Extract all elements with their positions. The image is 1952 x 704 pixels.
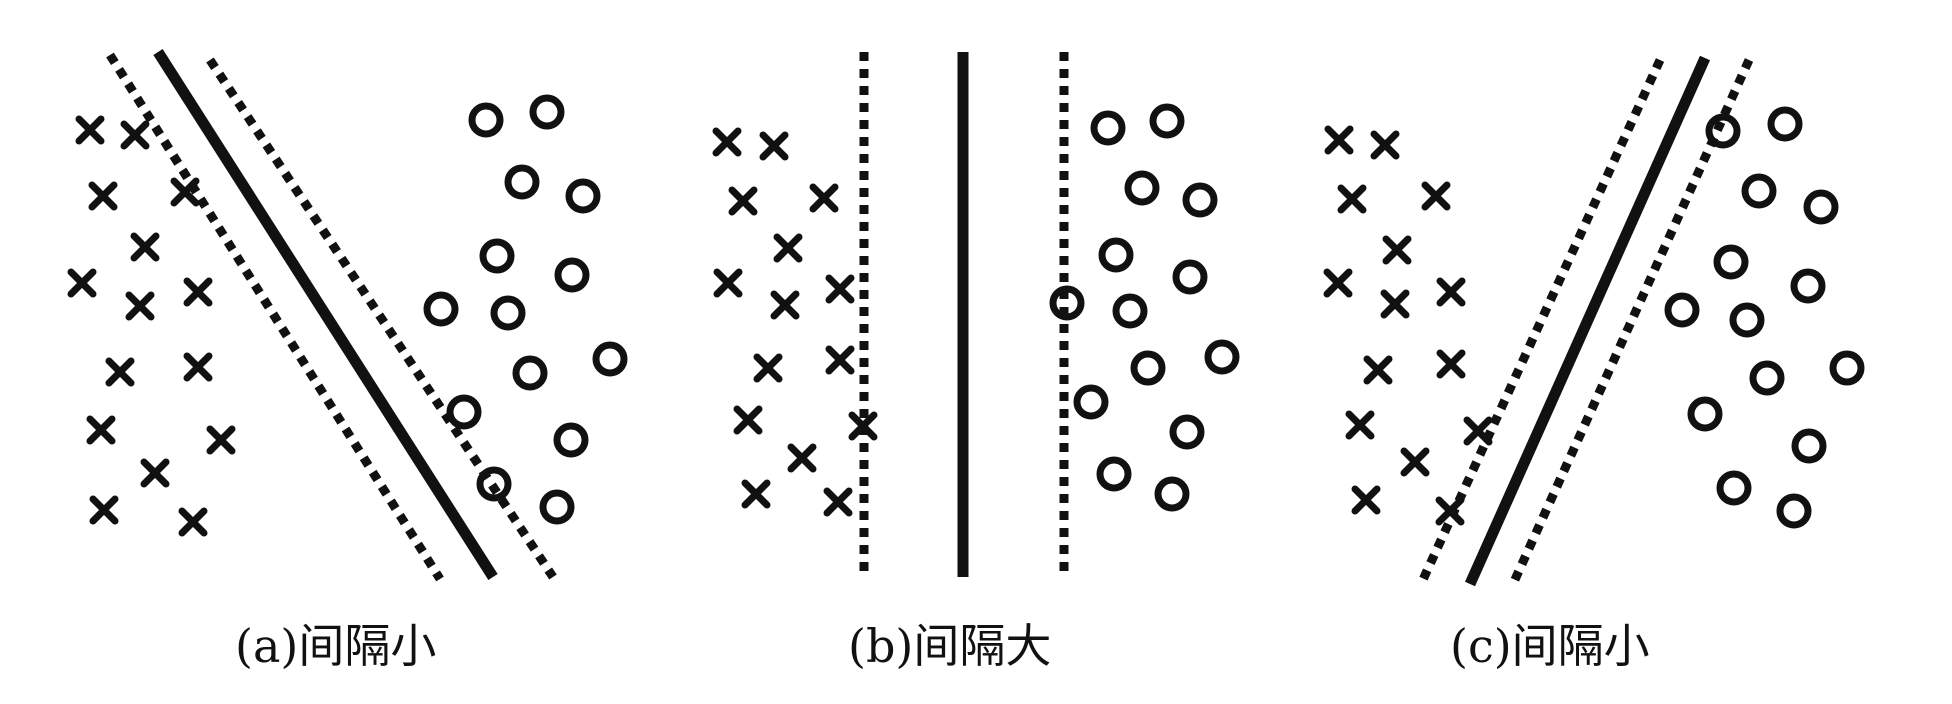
panel-a [67, 49, 628, 582]
circle-point [1687, 396, 1723, 432]
cross-point [183, 277, 213, 307]
circle-point [1790, 268, 1826, 304]
cross-point [713, 268, 743, 298]
circle-point [1073, 384, 1109, 420]
cross-point [130, 232, 160, 262]
cross-point [1421, 181, 1451, 211]
circle-point [1172, 259, 1208, 295]
circle-point [529, 94, 565, 130]
cross-point [1463, 416, 1493, 446]
cross-point [753, 353, 783, 383]
circle-point [1664, 292, 1700, 328]
cross-point [741, 479, 771, 509]
cross-point [67, 268, 97, 298]
cross-point [1324, 125, 1354, 155]
cross-point [809, 183, 839, 213]
cross-point [728, 186, 758, 216]
cross-point [1436, 349, 1466, 379]
cross-point [178, 507, 208, 537]
circle-point [1049, 285, 1085, 321]
cross-point [1435, 496, 1465, 526]
circle-point [504, 164, 540, 200]
circle-point [1767, 106, 1803, 142]
circle-point [1096, 456, 1132, 492]
cross-point [825, 274, 855, 304]
caption-a: (a)间隔小 [235, 619, 437, 673]
circle-point [1149, 103, 1185, 139]
circle-point [1749, 360, 1785, 396]
circle-point [1791, 428, 1827, 464]
cross-point [1382, 235, 1412, 265]
caption-b: (b)间隔大 [848, 619, 1052, 673]
cross-point [75, 115, 105, 145]
circle-point [476, 466, 512, 502]
circle-point [1098, 237, 1134, 273]
cross-point [1363, 355, 1393, 385]
cross-point [733, 405, 763, 435]
cross-point [823, 487, 853, 517]
cross-point [89, 495, 119, 525]
circle-point [468, 102, 504, 138]
cross-point [1380, 289, 1410, 319]
panel-c [1323, 55, 1865, 587]
circle-point [1169, 414, 1205, 450]
cross-point [140, 458, 170, 488]
cross-point [206, 425, 236, 455]
cross-point [1400, 447, 1430, 477]
cross-point [183, 352, 213, 382]
circle-point [1090, 110, 1126, 146]
circle-point [1204, 339, 1240, 375]
circle-point [1729, 302, 1765, 338]
cross-point [773, 233, 803, 263]
circle-point [1803, 189, 1839, 225]
decision-boundary-line [1464, 55, 1711, 587]
circle-point [1130, 350, 1166, 386]
circle-point [423, 291, 459, 327]
caption-c: (c)间隔小 [1450, 619, 1650, 673]
margin-boundary-right [1508, 58, 1754, 586]
circle-point [1112, 293, 1148, 329]
circle-point [554, 257, 590, 293]
circle-point [553, 422, 589, 458]
cross-point [1345, 410, 1375, 440]
circle-point [490, 295, 526, 331]
circle-point [1154, 476, 1190, 512]
cross-point [1351, 485, 1381, 515]
cross-point [105, 357, 135, 387]
cross-point [125, 291, 155, 321]
cross-point [1370, 130, 1400, 160]
cross-point [1436, 277, 1466, 307]
decision-boundary-line [153, 49, 498, 580]
cross-point [88, 181, 118, 211]
circle-point [1713, 244, 1749, 280]
cross-point [759, 131, 789, 161]
cross-point [170, 177, 200, 207]
cross-point [712, 127, 742, 157]
cross-point [787, 443, 817, 473]
panel-b [712, 52, 1240, 577]
cross-point [1337, 184, 1367, 214]
circle-point [1124, 170, 1160, 206]
circle-point [565, 178, 601, 214]
circle-point [1182, 182, 1218, 218]
circle-point [1716, 470, 1752, 506]
circle-point [592, 341, 628, 377]
cross-point [770, 290, 800, 320]
circle-point [446, 394, 482, 430]
circle-point [1776, 493, 1812, 529]
cross-point [848, 411, 878, 441]
cross-point [86, 415, 116, 445]
margin-boundary-left [106, 52, 444, 582]
margin-boundary-right [206, 57, 557, 580]
cross-point [120, 120, 150, 150]
circle-point [1741, 173, 1777, 209]
circle-point [539, 489, 575, 525]
circle-point [512, 355, 548, 391]
cross-point [1323, 268, 1353, 298]
circle-point [1705, 113, 1741, 149]
circle-point [1829, 350, 1865, 386]
circle-point [479, 238, 515, 274]
cross-point [825, 345, 855, 375]
